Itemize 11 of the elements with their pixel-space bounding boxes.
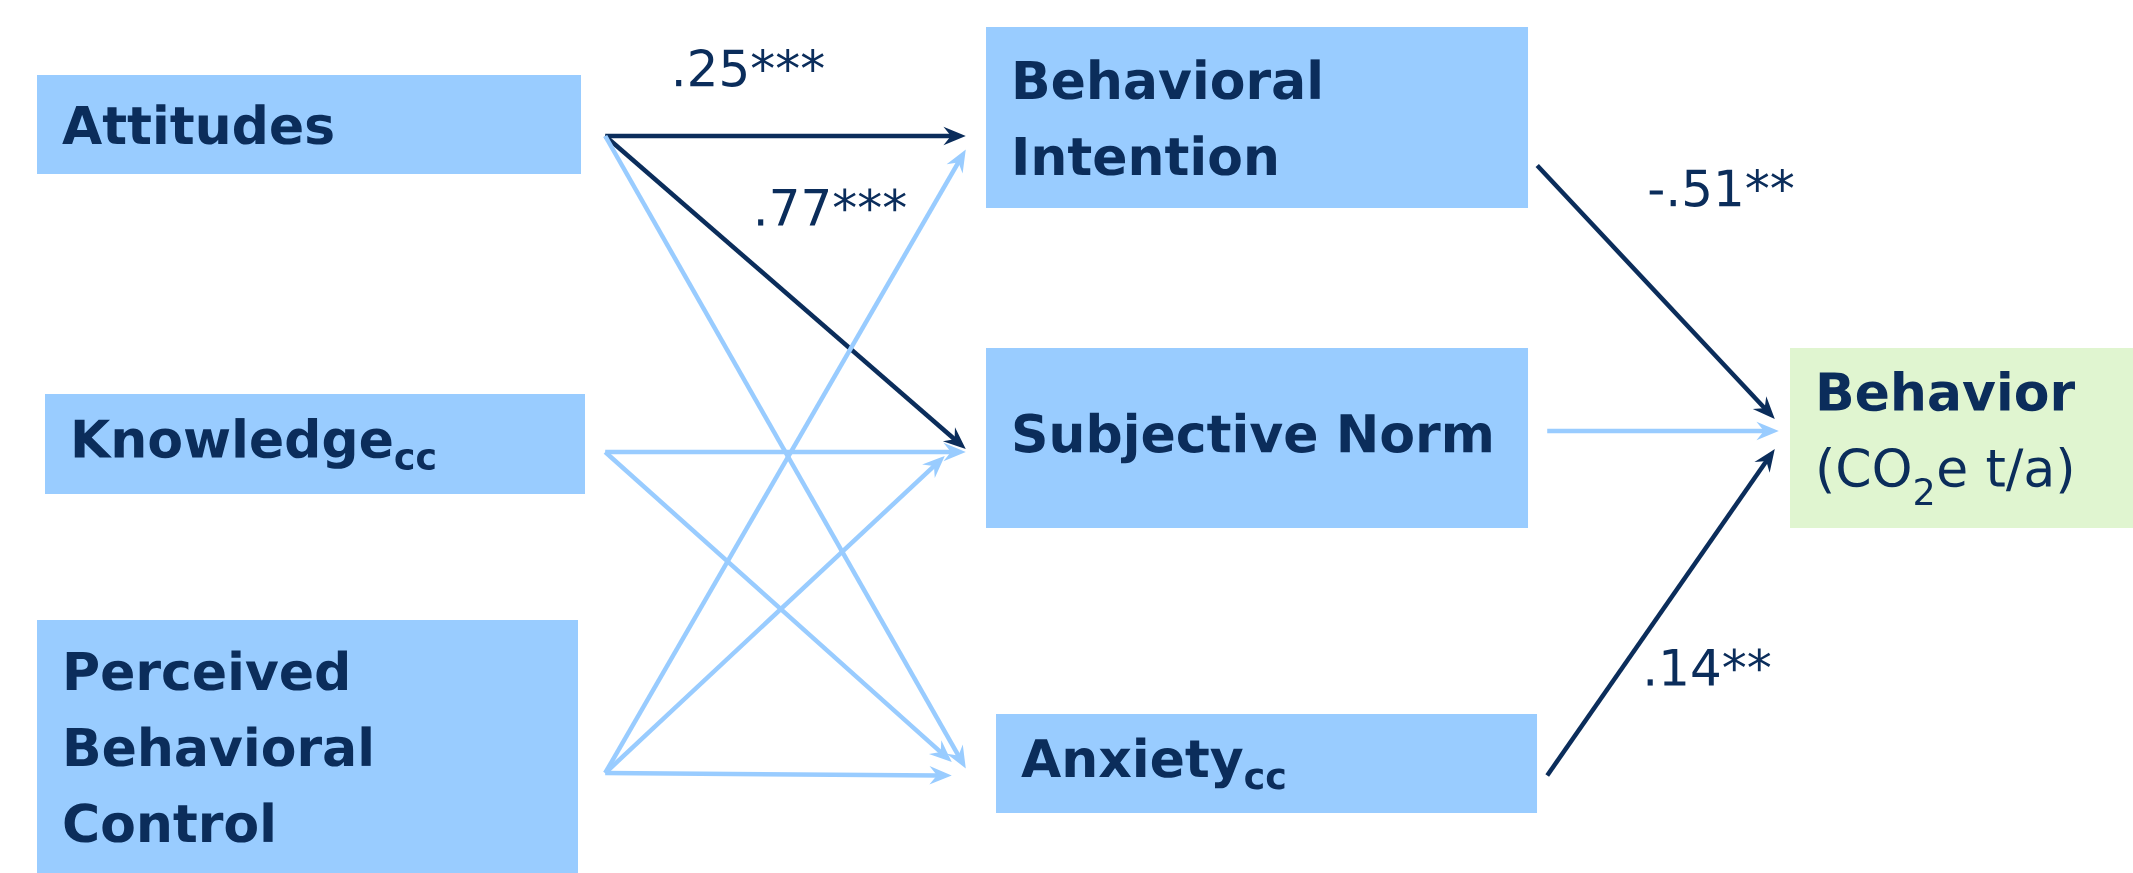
edge-label: .25*** [676,49,824,87]
edge-label: -.51** [1649,169,1794,207]
box: Perceived Behavioral Control [37,620,578,873]
box: Attitudes [37,75,581,174]
box: Behavior (CO$_{2}$e t/a) [1790,348,2133,528]
edge-label: .14** [1647,648,1771,686]
box: Behavioral Intention [986,27,1528,208]
box: Anxiety$_{cc}$ [996,714,1537,813]
box: Subjective Norm [986,348,1528,528]
box: Knowledge$_{cc}$ [45,394,585,494]
edge-label: .77*** [758,188,906,226]
